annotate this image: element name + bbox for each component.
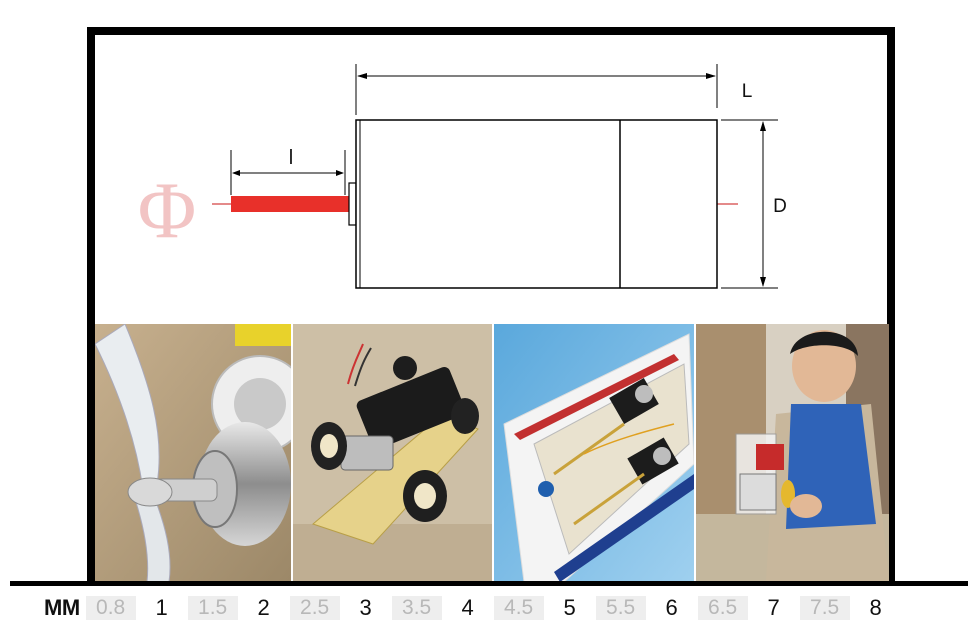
shaft-length-arrow-right [336, 170, 344, 176]
scale-tick: 7.5 [799, 596, 850, 620]
scale-tick: 4 [461, 595, 474, 620]
scale-tick: 8 [869, 595, 882, 620]
diameter-label: D [773, 196, 787, 217]
toy-car-photo [293, 324, 492, 582]
scale-tick: 6.5 [697, 596, 748, 620]
scale-tick: 1 [155, 595, 168, 620]
propeller-motor-photo [95, 324, 291, 582]
motor-dimension-diagram: Φ l L D [138, 64, 787, 289]
diameter-arrow-top [760, 121, 766, 131]
body-length-arrow-left [357, 73, 367, 79]
scale-tick: 2.5 [289, 596, 340, 620]
scale-tick: 5.5 [595, 596, 646, 620]
scale-tick: 4.5 [493, 596, 544, 620]
body-length-arrow-right [706, 73, 716, 79]
scale-tick: 7 [767, 595, 780, 620]
motor-shaft [231, 196, 349, 212]
scale-tick: 6 [665, 595, 678, 620]
scale-bar [10, 581, 968, 586]
phi-symbol: Φ [138, 167, 196, 255]
motor-body [355, 119, 718, 289]
scale-tick: 3 [359, 595, 372, 620]
scale-tick: 5 [563, 595, 576, 620]
child-robot-photo [696, 324, 889, 582]
scale-tick: 2 [257, 595, 270, 620]
body-length-label: L [742, 81, 753, 102]
rc-boat-photo [494, 324, 694, 582]
scale-tick: 3.5 [391, 596, 442, 620]
shaft-length-label: l [289, 147, 293, 169]
shaft-length-arrow-left [232, 170, 240, 176]
motor-end-plate [348, 182, 357, 226]
diameter-arrow-bottom [760, 277, 766, 287]
mm-unit-label: MM [44, 595, 80, 620]
scale-tick: 0.8 [85, 596, 136, 620]
scale-tick: 1.5 [187, 596, 238, 620]
mm-size-scale: MM 0.8 1 1.5 2 2.5 3 3.5 4 4.5 5 5.5 6 6… [44, 594, 902, 622]
